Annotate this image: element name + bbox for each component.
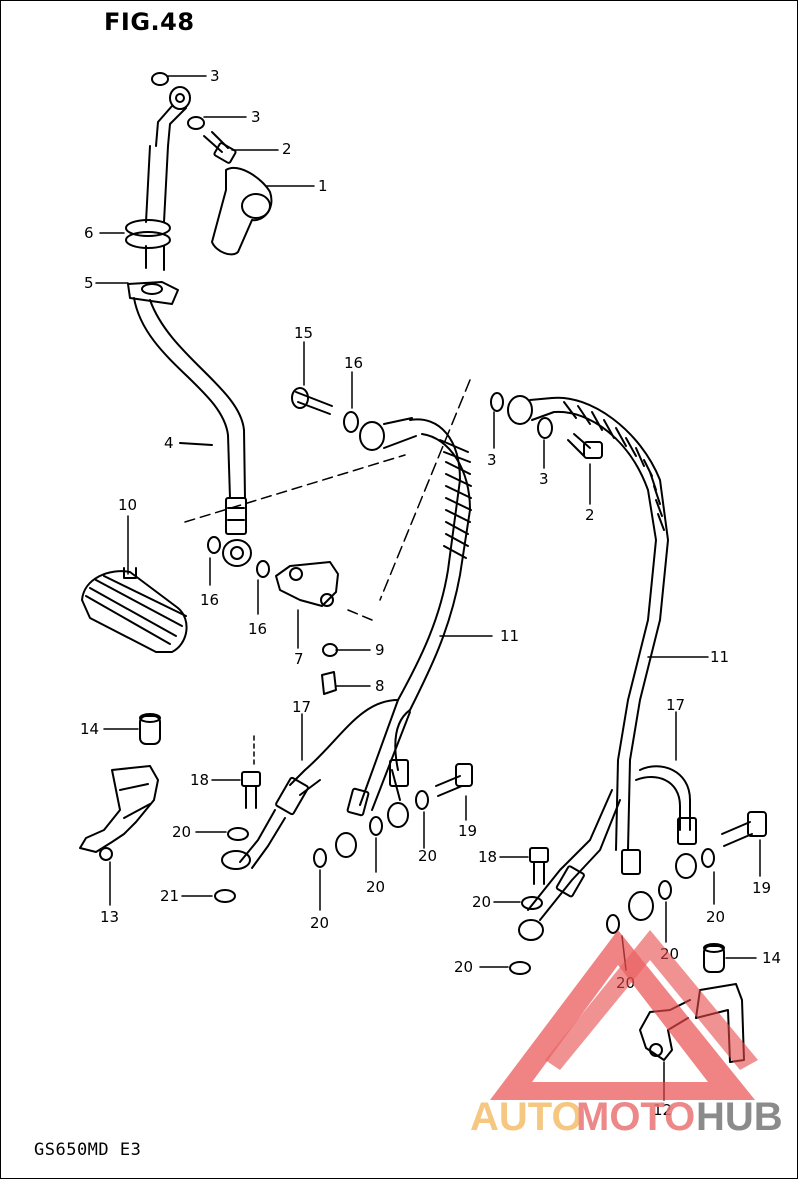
callout-3: 3: [210, 67, 220, 85]
callout-18: 18: [190, 771, 209, 789]
upper-hose-union: [151, 72, 205, 147]
hose-4: [133, 145, 252, 567]
callout-10: 10: [118, 496, 137, 514]
callout-2: 2: [282, 140, 292, 158]
leader-lines: [95, 75, 761, 1101]
callout-19: 19: [752, 879, 771, 897]
bolt-8: [321, 671, 337, 695]
watermark-text-hub: HUB: [696, 1095, 783, 1139]
callout-17: 17: [666, 696, 685, 714]
figure-title: FIG.48: [104, 8, 195, 36]
callout-16: 16: [200, 591, 219, 609]
3-way-joint-7: [275, 561, 339, 607]
center-bolt-19: [435, 763, 473, 797]
boot-1: [211, 167, 273, 256]
callout-3: 3: [539, 470, 549, 488]
callout-18: 18: [478, 848, 497, 866]
grommet-6: [125, 219, 171, 249]
grommet-14-right: [703, 943, 725, 973]
union-bolt-2: [203, 131, 237, 164]
watermark-chevron-icon: [545, 930, 758, 1070]
right-hose-11: [527, 396, 669, 921]
center-hose-union: [291, 387, 417, 451]
right-hose-union: [490, 392, 555, 439]
right-bolt-19: [721, 811, 767, 847]
bolt-9: [322, 643, 338, 657]
callout-11: 11: [500, 627, 519, 645]
callout-3: 3: [251, 108, 261, 126]
callout-20: 21: [160, 887, 179, 905]
callout-20: 20: [454, 958, 473, 976]
callout-3: 3: [487, 451, 497, 469]
callout-5: 5: [84, 274, 94, 292]
clamp-5: [127, 281, 179, 305]
watermark-text-auto: AUTO: [470, 1095, 583, 1139]
center-bolt-18: [241, 771, 261, 809]
callout-20: 20: [472, 893, 491, 911]
callout-16: 16: [344, 354, 363, 372]
callout-13: 13: [100, 908, 119, 926]
model-code: GS650MD E3: [34, 1140, 142, 1160]
center-washers-20: [214, 790, 429, 903]
callout-14: 14: [762, 949, 781, 967]
watermark: AUTO MOTO HUB: [470, 930, 783, 1139]
callout-6: 6: [84, 224, 94, 242]
callout-8: 8: [375, 677, 385, 695]
joint-washers-16: [207, 536, 270, 578]
cover-10: [81, 567, 188, 653]
right-union-bolt-2: [567, 433, 603, 459]
callout-20: 20: [172, 823, 191, 841]
right-washers-20: [509, 848, 715, 975]
callout-7: 7: [294, 650, 304, 668]
callout-14: 14: [80, 720, 99, 738]
callout-20: 20: [310, 914, 329, 932]
callout-1: 1: [318, 177, 328, 195]
right-branch-17: [518, 765, 697, 941]
callout-20: 20: [418, 847, 437, 865]
callout-9: 9: [375, 641, 385, 659]
right-bolt-18: [529, 847, 549, 885]
center-branch-17: [221, 759, 409, 870]
watermark-triangle-icon: [490, 930, 755, 1100]
watermark-text-moto: MOTO: [576, 1095, 695, 1139]
callout-19: 19: [458, 822, 477, 840]
callout-labels: 1 2 2 3 3 3 3 4 5 6 7 8 9 10 11 11 12 13…: [80, 67, 781, 1119]
callout-11: 11: [710, 648, 729, 666]
callout-20: 20: [706, 908, 725, 926]
callout-4: 4: [164, 434, 174, 452]
callout-20: 20: [366, 878, 385, 896]
bracket-13: [79, 765, 159, 861]
grommet-14-left: [139, 713, 161, 745]
center-hose-11: [304, 418, 472, 811]
callout-12: 12: [653, 1101, 672, 1119]
callout-17: 17: [292, 698, 311, 716]
callout-15: 15: [294, 324, 313, 342]
callout-2: 2: [585, 506, 595, 524]
callout-16: 16: [248, 620, 267, 638]
